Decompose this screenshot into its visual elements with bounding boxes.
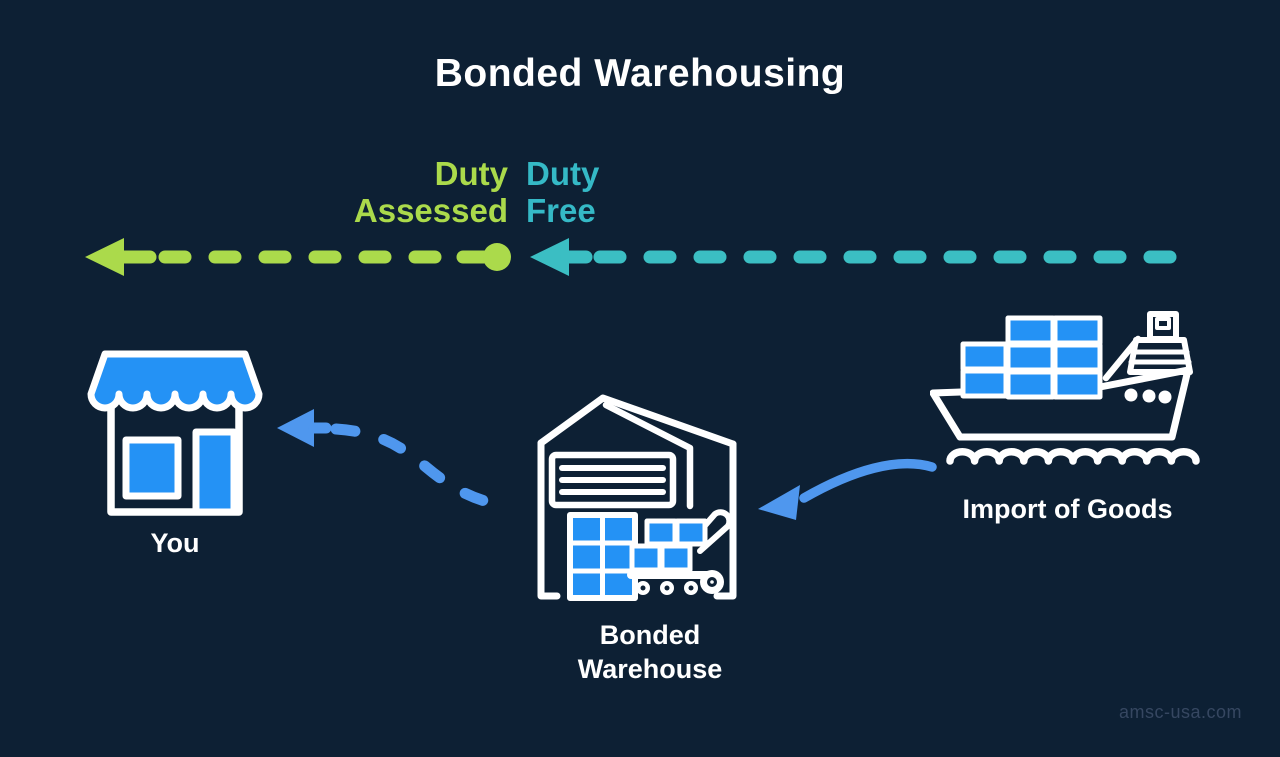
page-title: Bonded Warehousing	[434, 52, 846, 95]
ship-funnel	[1147, 311, 1179, 342]
duty-free-label: Duty Free	[526, 155, 600, 229]
water-wave	[946, 448, 1200, 465]
warehouse-window	[567, 512, 638, 601]
duty-assessed-arrow	[85, 238, 511, 276]
import-of-goods-label: Import of Goods	[962, 494, 1173, 524]
bonded-warehouse-label: Bonded Warehouse	[577, 620, 723, 684]
garage-door	[548, 451, 677, 509]
store-door	[192, 428, 238, 516]
watermark: amsc-usa.com	[1118, 702, 1242, 722]
cargo-containers	[960, 315, 1103, 400]
duty-boundary-dot	[483, 243, 511, 271]
duty-timeline-arrows	[85, 238, 1195, 276]
warehouse-icon	[537, 394, 737, 601]
cargo-ship-icon	[930, 311, 1200, 465]
ship-to-warehouse-arrow	[758, 458, 937, 520]
duty-assessed-label: Duty Assessed	[353, 155, 508, 229]
storefront-icon	[87, 350, 263, 516]
duty-free-arrow	[530, 238, 1195, 276]
you-label: You	[150, 528, 200, 558]
hand-truck	[627, 509, 733, 595]
store-window	[122, 436, 182, 500]
warehouse-to-you-arrow	[277, 409, 508, 511]
